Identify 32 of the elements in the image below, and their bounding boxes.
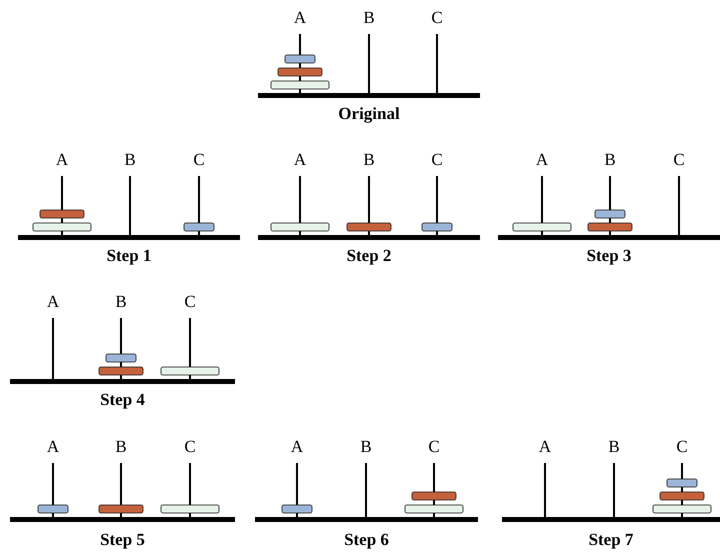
peg-label: A [290, 438, 304, 456]
step-caption: Step 7 [588, 531, 634, 549]
peg-label: C [431, 151, 443, 169]
step-caption: Step 3 [586, 247, 632, 265]
peg-label: C [428, 438, 440, 456]
step-caption: Step 4 [100, 391, 145, 409]
peg-label: C [676, 438, 688, 456]
peg-label: A [294, 9, 306, 27]
peg-label: C [184, 293, 196, 311]
peg-label: C [431, 9, 443, 27]
peg-label: B [363, 9, 375, 27]
peg-label: A [536, 151, 548, 169]
peg-label: A [56, 151, 68, 169]
step-caption: Step 1 [106, 247, 152, 265]
peg-label: C [673, 151, 685, 169]
peg-label: B [115, 438, 127, 456]
peg-label: B [360, 438, 372, 456]
peg-label: B [124, 151, 136, 169]
peg-label: C [193, 151, 205, 169]
peg-label: B [115, 293, 127, 311]
peg-label: A [294, 151, 306, 169]
step-caption: Step 2 [346, 247, 392, 265]
peg-label: A [46, 438, 60, 456]
peg-label: A [46, 293, 60, 311]
peg-label: B [604, 151, 616, 169]
peg-label: C [184, 438, 196, 456]
step-caption: Step 6 [344, 531, 389, 549]
peg-label: B [363, 151, 375, 169]
step-caption: Step 5 [100, 531, 145, 549]
step-caption: Original [338, 105, 400, 123]
peg-label: A [538, 438, 552, 456]
peg-label: B [608, 438, 620, 456]
